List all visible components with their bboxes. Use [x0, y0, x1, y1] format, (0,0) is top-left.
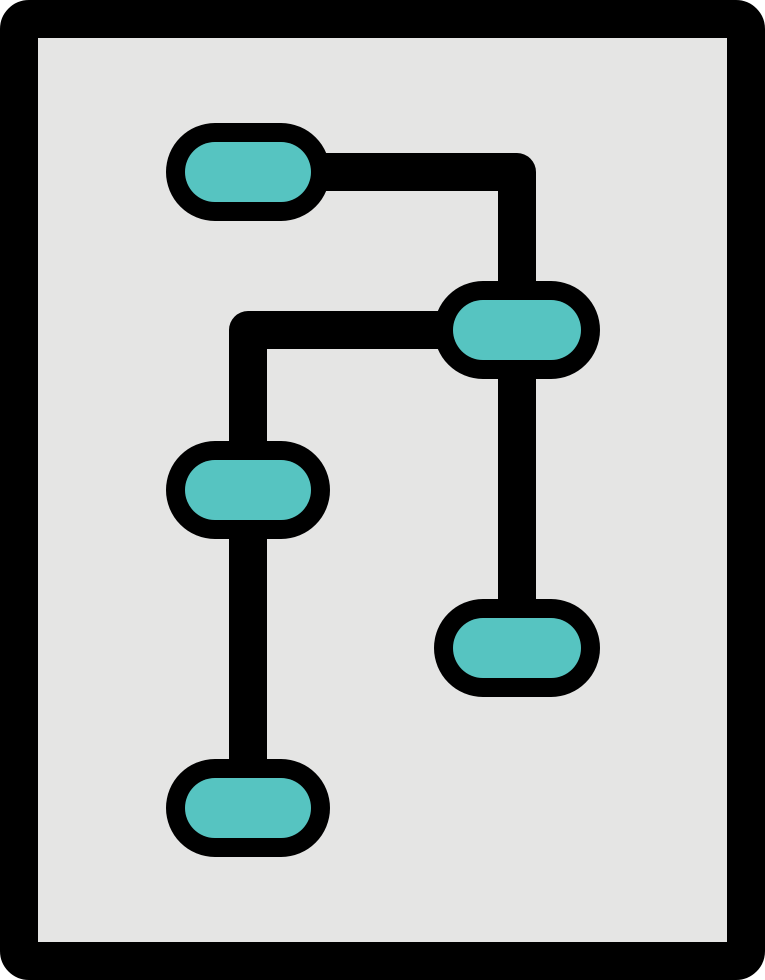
node-lower-right — [434, 599, 600, 697]
node-top-left — [166, 123, 330, 221]
node-fill — [185, 142, 311, 202]
node-fill — [453, 618, 581, 678]
node-bottom-left — [166, 759, 330, 857]
flowchart-nodes — [166, 123, 600, 857]
connector-lines — [229, 153, 536, 827]
node-middle-left — [166, 441, 330, 539]
node-fill — [185, 460, 311, 520]
node-fill — [453, 300, 581, 360]
node-fill — [185, 778, 311, 838]
node-middle-right — [434, 281, 600, 379]
connector-right-to-left — [229, 311, 536, 509]
connector-top-to-right — [229, 153, 536, 349]
